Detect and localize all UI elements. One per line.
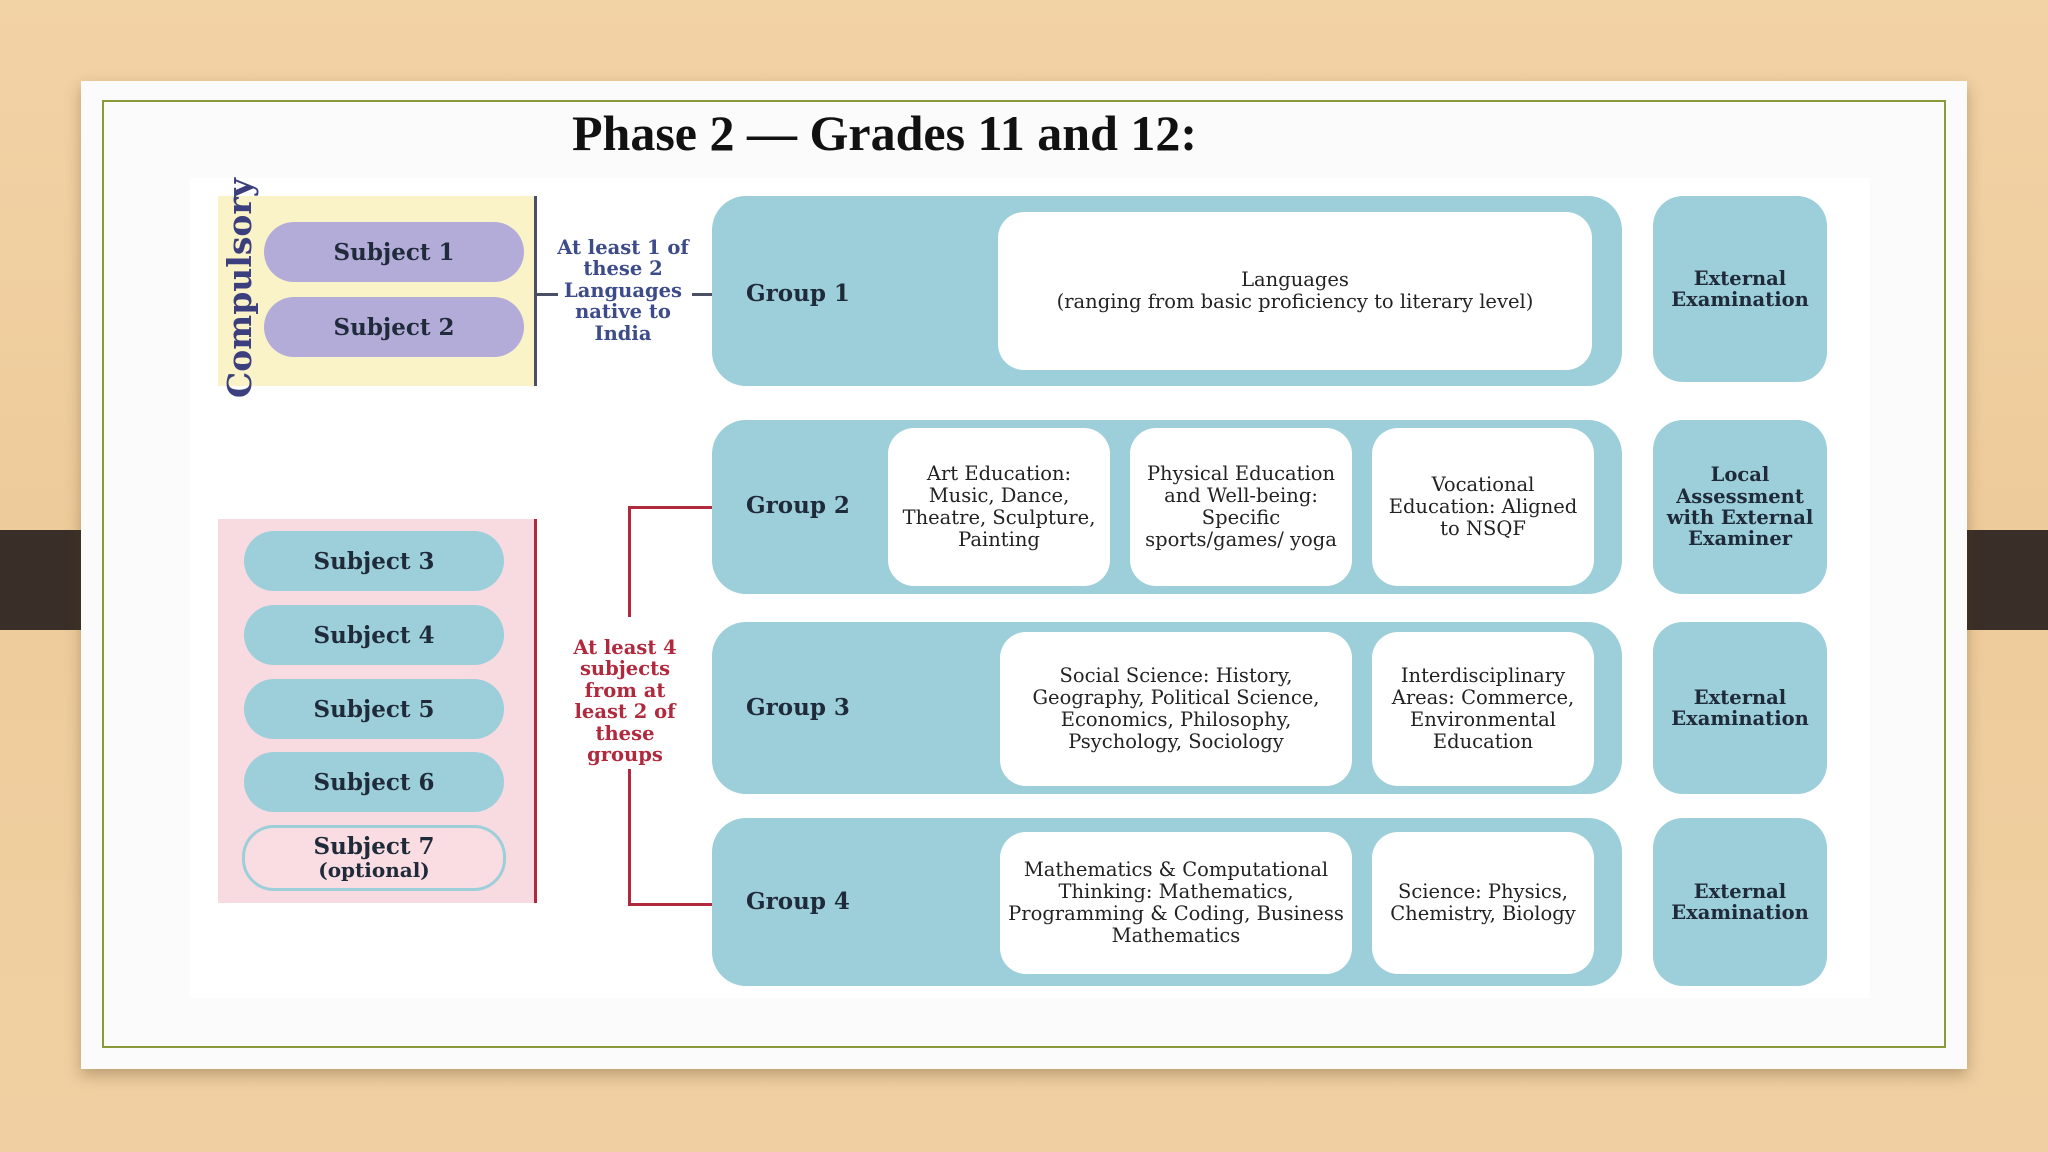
subject-label: Subject 6 — [313, 768, 435, 796]
subject-6-pill: Subject 6 — [244, 752, 504, 812]
subject-1-pill: Subject 1 — [264, 222, 524, 282]
subject-5-pill: Subject 5 — [244, 679, 504, 739]
compulsory-connector-right — [692, 293, 712, 296]
compulsory-bracket — [534, 196, 537, 386]
group-1-area-languages: Languages (ranging from basic proficienc… — [998, 212, 1592, 370]
group-4-label: Group 4 — [746, 888, 850, 915]
slide-frame — [102, 100, 1946, 1048]
group-2-assessment: Local Assessment with External Examiner — [1653, 420, 1827, 594]
slide-title: Phase 2 — Grades 11 and 12: — [572, 105, 1198, 161]
elective-connector-upper — [628, 507, 631, 617]
subject-label: Subject 4 — [313, 621, 435, 649]
group-2-label: Group 2 — [746, 492, 850, 519]
group-4-assessment: External Examination — [1653, 818, 1827, 986]
subject-3-pill: Subject 3 — [244, 531, 504, 591]
group-1-label: Group 1 — [746, 280, 850, 307]
subject-label: Subject 1 — [333, 238, 455, 266]
subject-label: Subject 3 — [313, 547, 435, 575]
elective-note: At least 4 subjects from at least 2 of t… — [573, 636, 677, 767]
optional-tag: (optional) — [318, 857, 430, 882]
compulsory-connector-left — [536, 293, 558, 296]
compulsory-note: At least 1 of these 2 Languages native t… — [557, 236, 689, 345]
group-3-label: Group 3 — [746, 694, 850, 721]
connector-group-4 — [628, 903, 712, 906]
elective-bracket — [534, 519, 537, 903]
group-3-area-social-science: Social Science: History, Geography, Poli… — [1000, 632, 1352, 786]
subject-label: Subject 2 — [333, 313, 455, 341]
group-2-area-vocational: Vocational Education: Aligned to NSQF — [1372, 428, 1594, 586]
subject-label: Subject 7 — [313, 833, 435, 861]
compulsory-label: Compulsory — [219, 178, 259, 398]
subject-2-pill: Subject 2 — [264, 297, 524, 357]
connector-group-2 — [628, 506, 712, 509]
subject-7-pill: Subject 7 (optional) — [242, 825, 506, 891]
group-3-assessment: External Examination — [1653, 622, 1827, 794]
group-4-area-mathematics: Mathematics & Computational Thinking: Ma… — [1000, 832, 1352, 974]
subject-label: Subject 5 — [313, 695, 435, 723]
group-2-area-art: Art Education: Music, Dance, Theatre, Sc… — [888, 428, 1110, 586]
group-4-area-science: Science: Physics, Chemistry, Biology — [1372, 832, 1594, 974]
subject-4-pill: Subject 4 — [244, 605, 504, 665]
group-1-assessment: External Examination — [1653, 196, 1827, 382]
elective-connector-lower — [628, 769, 631, 905]
group-2-area-physical: Physical Education and Well-being: Speci… — [1130, 428, 1352, 586]
group-3-area-interdisciplinary: Interdisciplinary Areas: Commerce, Envir… — [1372, 632, 1594, 786]
